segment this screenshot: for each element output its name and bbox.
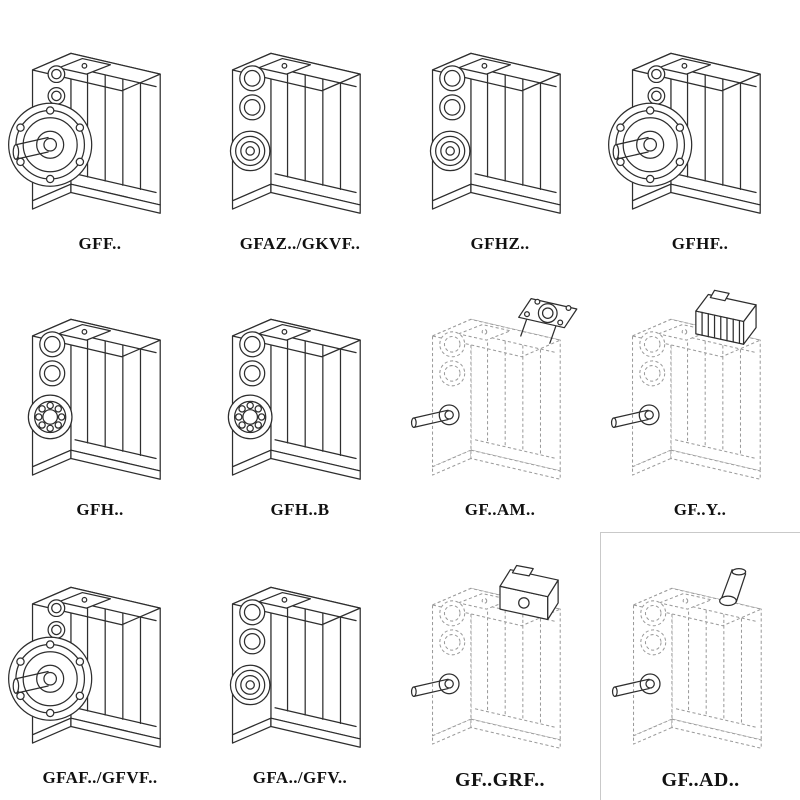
product-cell-gfhf: GFHF..: [600, 0, 800, 266]
gearbox-drawing-gfgrf: [406, 551, 594, 769]
model-label: GFHZ..: [470, 234, 530, 253]
model-label: GFAZ../GKVF..: [239, 234, 361, 253]
gearbox-drawing-gfhb: [206, 282, 394, 500]
gearbox-drawing-gfhf: [606, 16, 794, 234]
gearbox-drawing-gfaz: [206, 16, 394, 234]
product-cell-gfa: GFA../GFV..: [200, 532, 400, 800]
gearbox-drawing-gfy: [606, 282, 794, 500]
product-cell-gfaz: GFAZ../GKVF..: [200, 0, 400, 266]
model-label: GF..AM..: [464, 500, 536, 519]
product-cell-gfam: GF..AM..: [400, 266, 600, 532]
product-cell-gff: GFF..: [0, 0, 200, 266]
model-label: GFHF..: [671, 234, 729, 253]
product-cell-gfhb: GFH..B: [200, 266, 400, 532]
model-label: GF..GRF..: [455, 769, 545, 791]
gearbox-drawing-gff: [6, 16, 194, 234]
gearbox-drawing-gfa: [206, 550, 394, 768]
model-label: GFH..B: [270, 500, 330, 519]
model-label: GFA../GFV..: [252, 768, 348, 787]
product-cell-gfy: GF..Y..: [600, 266, 800, 532]
product-cell-gfad: GF..AD..: [600, 532, 800, 800]
gearbox-drawing-gfaf: [6, 550, 194, 768]
product-cell-gfh: GFH..: [0, 266, 200, 532]
model-label: GFF..: [78, 234, 122, 253]
product-cell-gfgrf: GF..GRF..: [400, 532, 600, 800]
product-cell-gfhz: GFHZ..: [400, 0, 600, 266]
gearbox-drawing-gfh: [6, 282, 194, 500]
gearbox-drawing-gfad: [607, 551, 795, 769]
gearbox-drawing-gfhz: [406, 16, 594, 234]
model-label: GF..Y..: [673, 500, 727, 519]
model-label: GFAF../GFVF..: [42, 768, 158, 787]
model-label: GF..AD..: [661, 769, 740, 791]
model-label: GFH..: [76, 500, 124, 519]
gearbox-drawing-gfam: [406, 282, 594, 500]
product-cell-gfaf: GFAF../GFVF..: [0, 532, 200, 800]
